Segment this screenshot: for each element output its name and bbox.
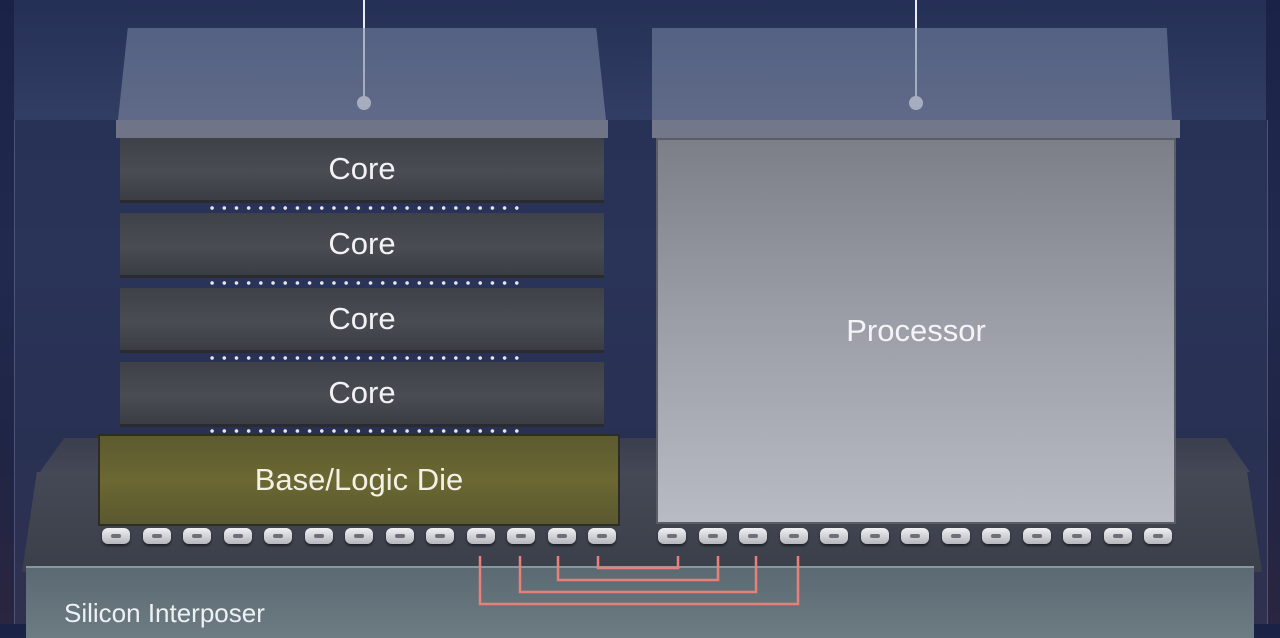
microbump: [658, 528, 686, 544]
microbump: [466, 528, 495, 544]
microbump: [142, 528, 171, 544]
tsv-dots: [206, 205, 522, 211]
tsv-dots: [206, 355, 522, 361]
memory-stack-cap-edge: [116, 120, 608, 138]
microbump: [264, 528, 292, 544]
core-layer: Core: [120, 138, 604, 203]
microbump: [547, 528, 576, 544]
interconnect-wire: [556, 556, 720, 582]
microbump: [901, 528, 929, 544]
microbump: [345, 528, 373, 544]
microbump: [183, 528, 211, 544]
microbump: [304, 528, 333, 544]
processor-cap-edge: [652, 120, 1180, 138]
core-label: Core: [328, 375, 396, 410]
interconnect-wire: [518, 556, 758, 594]
interconnect-wire: [478, 556, 800, 606]
core-layer: Core: [120, 288, 604, 353]
microbump: [588, 528, 616, 544]
logic-die-label: Base/Logic Die: [254, 462, 464, 497]
microbump: [1144, 528, 1172, 544]
microbump: [385, 528, 414, 544]
microbump: [698, 528, 727, 544]
tsv-dots: [206, 428, 522, 434]
processor-label: Processor: [846, 313, 986, 348]
processor-die: Processor: [656, 138, 1176, 524]
tsv-dots: [206, 280, 522, 286]
logic-die: Base/Logic Die: [98, 434, 620, 526]
core-label: Core: [328, 301, 396, 336]
core-layer: Core: [120, 362, 604, 427]
interposer-label: Silicon Interposer: [64, 598, 265, 628]
microbump: [223, 528, 252, 544]
memory-stack-cap: [118, 28, 606, 120]
microbump: [739, 528, 767, 544]
core-layer: Core: [120, 213, 604, 278]
microbump: [860, 528, 889, 544]
microbump: [1063, 528, 1091, 544]
core-label: Core: [328, 226, 396, 261]
microbump: [1103, 528, 1132, 544]
interconnect-wires: [478, 556, 800, 606]
hbm-package-diagram: Core Core Core Core Base/Logic Die Proce…: [14, 0, 1268, 638]
microbump-row-processor: [658, 528, 1178, 546]
interconnect-wire: [596, 556, 680, 570]
microbump: [102, 528, 130, 544]
microbump: [507, 528, 535, 544]
microbump: [820, 528, 848, 544]
microbump: [779, 528, 808, 544]
microbump: [982, 528, 1010, 544]
microbump: [941, 528, 970, 544]
microbump: [426, 528, 454, 544]
processor-cap: [652, 28, 1172, 120]
microbump-row-memory: [102, 528, 622, 546]
core-label: Core: [328, 151, 396, 186]
microbump: [1022, 528, 1051, 544]
